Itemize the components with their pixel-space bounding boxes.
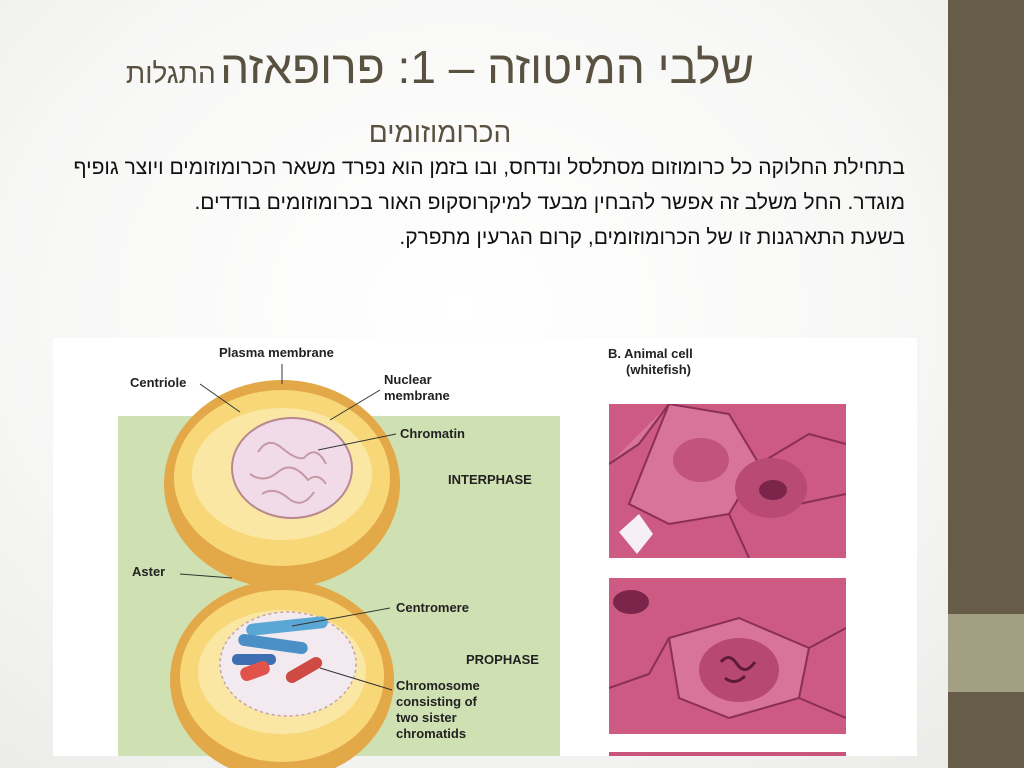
chromosome-red-1	[240, 660, 270, 682]
title-sub-second: הכרומוזומים	[368, 117, 512, 148]
micrograph-prophase	[609, 578, 846, 734]
label-chromosome-3: two sister	[396, 710, 457, 725]
chromosome-blue-2	[238, 633, 308, 655]
label-centriole: Centriole	[130, 375, 186, 390]
label-nuclear-2: membrane	[384, 388, 450, 403]
title-main: שלבי המיטוזה – 1: פרופאזה	[220, 41, 755, 93]
label-chromosome-1: Chromosome	[396, 678, 480, 693]
label-animal-cell-1: B. Animal cell	[608, 346, 693, 361]
micrograph-strip	[609, 752, 846, 756]
chromosome-red-2	[285, 657, 323, 683]
chromosome-blue-1	[246, 616, 328, 636]
label-chromosome-2: consisting of	[396, 694, 478, 709]
label-interphase: INTERPHASE	[448, 472, 532, 487]
title-sub-first: התגלות	[125, 58, 216, 89]
label-nuclear-1: Nuclear	[384, 372, 432, 387]
chromosome-blue-3	[232, 654, 276, 665]
interphase-cell	[164, 380, 400, 588]
label-centromere: Centromere	[396, 600, 469, 615]
label-plasma-membrane: Plasma membrane	[219, 345, 334, 360]
label-aster: Aster	[132, 564, 165, 579]
prophase-cell	[170, 580, 394, 768]
sidebar-accent-block	[948, 614, 1024, 692]
chromatin-threads	[249, 441, 327, 504]
pointer-lines	[179, 364, 397, 691]
slide-title: שלבי המיטוזה – 1: פרופאזה התגלות הכרומוז…	[60, 40, 820, 160]
paragraph-1: בתחילת החלוקה כל כרומוזום מסתלסל ונדחס, …	[73, 156, 905, 214]
label-chromatin: Chromatin	[400, 426, 465, 441]
figure-labels: Plasma membrane Centriole Nuclear membra…	[130, 345, 693, 741]
label-chromosome-4: chromatids	[396, 726, 466, 741]
label-animal-cell-2: (whitefish)	[626, 362, 691, 377]
paragraph-2: בשעת התארגנות זו של הכרומוזומים, קרום הג…	[399, 226, 905, 249]
slide-body: בתחילת החלוקה כל כרומוזום מסתלסל ונדחס, …	[70, 150, 905, 255]
micrograph-interphase	[609, 404, 846, 558]
label-prophase: PROPHASE	[466, 652, 539, 667]
